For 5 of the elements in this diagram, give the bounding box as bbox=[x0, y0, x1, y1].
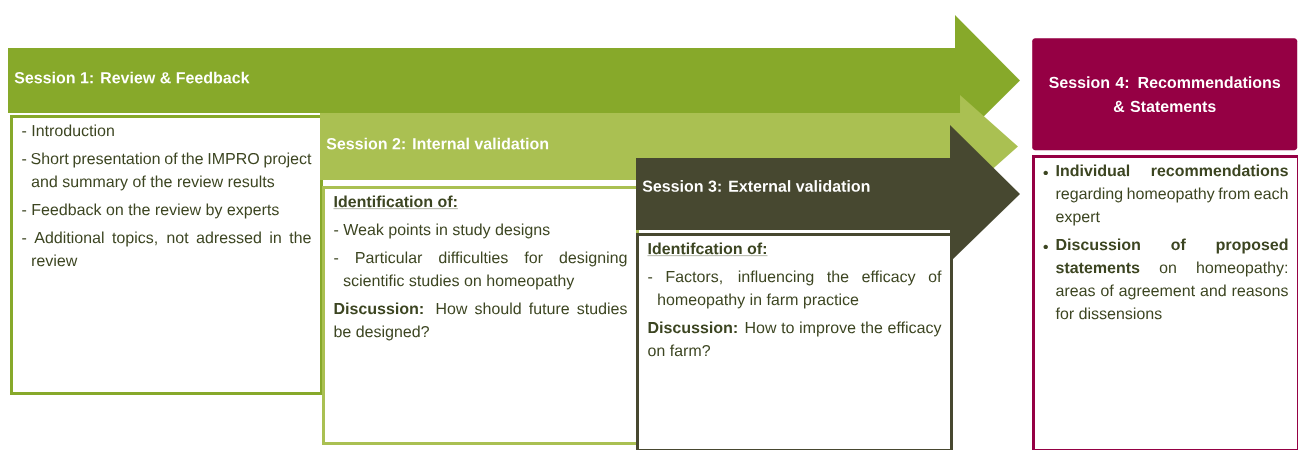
text-box: Identifcation of: - Factors, influencing the efficacy of homeopathy in farm practice Discussion: How to improve the efficacy on farm? bbox=[636, 233, 953, 450]
header-box: Session 4: Recommendations & Statements bbox=[1032, 38, 1298, 151]
text-box: Identification of: - Weak points in study designs - Particular difficulties for designing scientific studies on homeopathy Discussion: How should future studies be designed? bbox=[322, 186, 639, 445]
text-box: Individual recommendations regarding homeopathy from each expert Discussion of proposed statements on homeopathy: areas of agreement and reasons for dissensions bbox=[1032, 155, 1298, 450]
text-box: - Introduction - Short presentation of the IMPRO project and summary of the review results - Feedback on the review by experts - Additional topics, not adressed in the review bbox=[10, 115, 323, 395]
